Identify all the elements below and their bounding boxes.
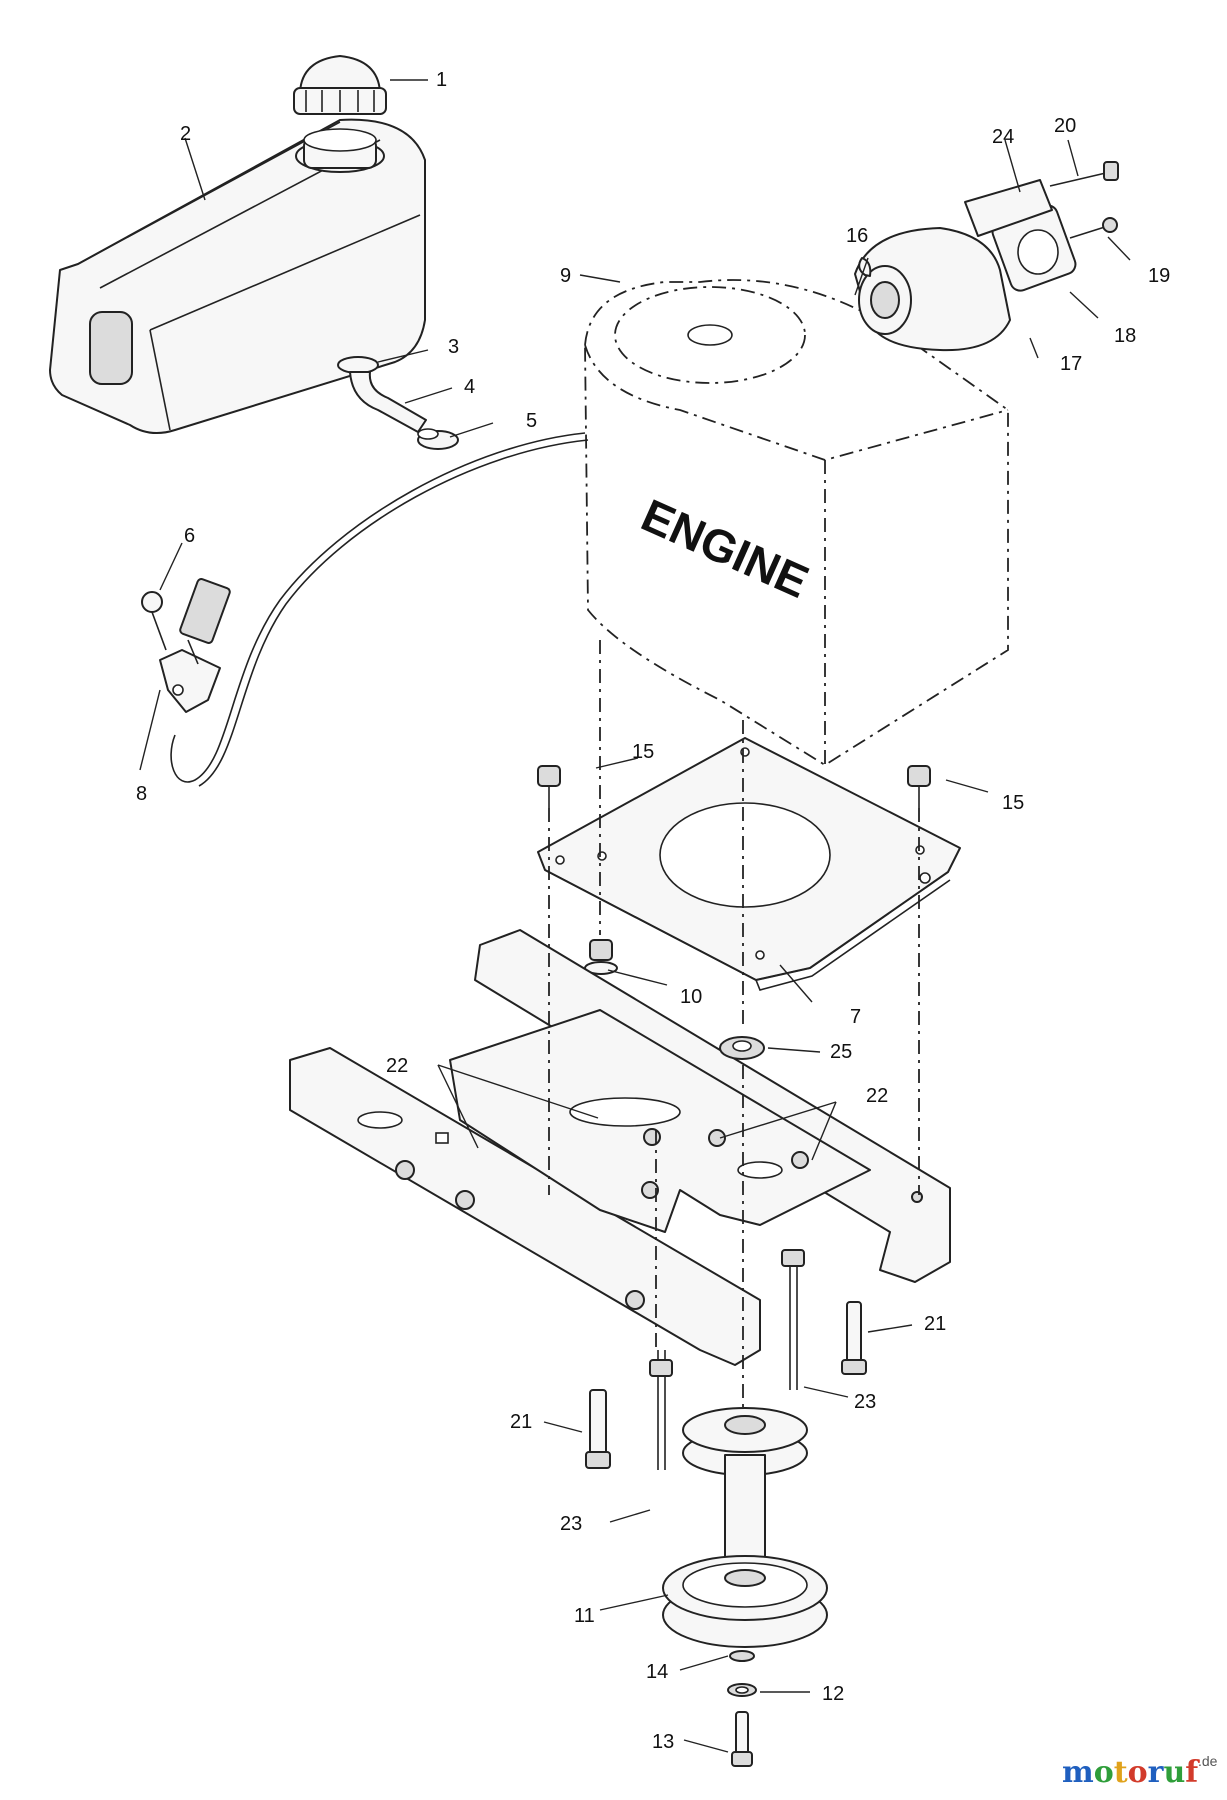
callout-12: 12 (822, 1683, 844, 1705)
fuel-hose-assembly (337, 356, 459, 450)
callout-6: 6 (184, 525, 195, 547)
callout-20: 20 (1054, 115, 1076, 137)
chassis-frame (289, 929, 951, 1366)
callout-7: 7 (850, 1006, 861, 1028)
watermark-letter: t (1114, 1755, 1128, 1790)
callout-11: 11 (574, 1605, 595, 1627)
callout-13: 13 (652, 1731, 674, 1753)
callout-15-right: 15 (1002, 792, 1024, 814)
watermark-logo: motoruf .de (1062, 1753, 1218, 1790)
callout-19: 19 (1148, 265, 1170, 287)
watermark-letter: o (1128, 1755, 1148, 1790)
drive-pulleys (662, 1407, 828, 1648)
callout-15-left: 15 (632, 741, 654, 763)
callout-18: 18 (1114, 325, 1136, 347)
callout-3: 3 (448, 336, 459, 358)
studs-and-bolts (585, 1249, 867, 1470)
engine-mount-plate (537, 737, 961, 991)
callout-labels: 1 2 3 4 5 6 7 8 9 10 11 12 13 14 15 15 1… (136, 69, 1170, 1753)
watermark-letter: f (1185, 1755, 1200, 1790)
callout-5: 5 (526, 410, 537, 432)
watermark-letter: r (1148, 1755, 1165, 1790)
callout-4: 4 (464, 376, 475, 398)
engine-label: ENGINE (634, 489, 816, 608)
callout-24: 24 (992, 126, 1014, 148)
callout-22-left: 22 (386, 1055, 408, 1077)
callout-16: 16 (846, 225, 868, 247)
svg-text:motoruf: motoruf (1062, 1755, 1200, 1790)
callout-25: 25 (830, 1041, 852, 1063)
pulley-hardware (727, 1650, 757, 1767)
callout-21-left: 21 (510, 1411, 532, 1433)
engine-block: ENGINE (584, 279, 1009, 767)
callout-23-left: 23 (560, 1513, 582, 1535)
callout-8: 8 (136, 783, 147, 805)
throttle-control (141, 578, 231, 713)
watermark-suffix: .de (1198, 1753, 1218, 1769)
fuel-cap (293, 55, 387, 115)
fuel-tank (49, 118, 426, 435)
throttle-cable (170, 432, 589, 787)
callout-22-right: 22 (866, 1085, 888, 1107)
callout-10: 10 (680, 986, 702, 1008)
alignment-lines (548, 640, 920, 1410)
callout-1: 1 (436, 69, 447, 91)
callout-2: 2 (180, 123, 191, 145)
muffler-assembly (854, 161, 1119, 352)
watermark-letter: m (1062, 1755, 1094, 1790)
leader-lines (139, 79, 1131, 1753)
callout-21-right: 21 (924, 1313, 946, 1335)
watermark-letter: u (1163, 1755, 1185, 1790)
callout-17: 17 (1060, 353, 1082, 375)
callout-23-right: 23 (854, 1391, 876, 1413)
callout-9: 9 (560, 265, 571, 287)
callout-14: 14 (646, 1661, 668, 1683)
mount-bolts (537, 765, 931, 975)
spacer-washer (719, 1036, 765, 1060)
watermark-letter: o (1094, 1755, 1114, 1790)
